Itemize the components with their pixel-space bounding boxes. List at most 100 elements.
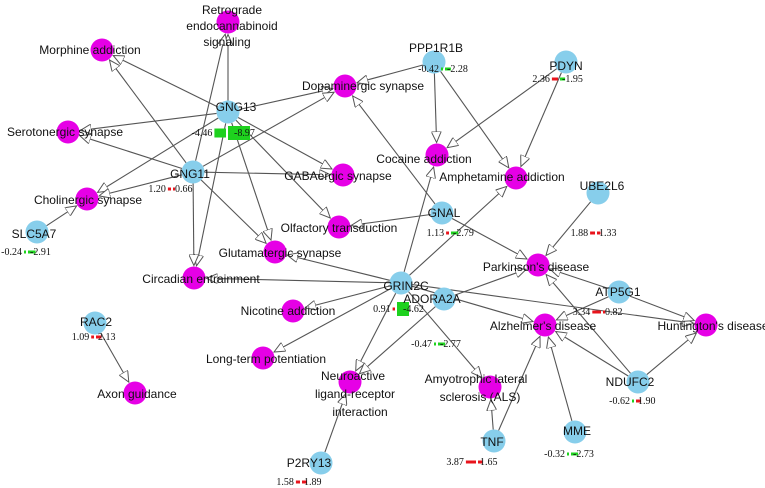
edge-atp5g1-park [550,269,609,289]
pathway-label-chol: Cholinergic synapse [34,193,142,207]
pathway-node-ltp[interactable] [251,346,275,370]
edge-ndufc2-hunt [646,333,697,376]
gene-node-gng13[interactable] [216,100,240,124]
pathway-label-park: Parkinson's disease [483,260,590,274]
pathway-node-gaba[interactable] [331,163,355,187]
pathway-node-retro[interactable] [216,10,240,34]
edge-ppp1r1b-dopa [357,64,424,83]
bar-right-ndufc2 [636,399,641,403]
value-left-gnal: 1.13 [427,228,445,239]
value-left-adora2a: -0.47 [411,339,432,350]
value-right-ndufc2: 1.90 [638,396,656,407]
pathway-node-sero[interactable] [56,120,80,144]
bar-left-grin2c [392,307,395,311]
value-right-atp5g1: 0.82 [605,307,623,318]
value-right-pdyn: -1.95 [562,74,583,85]
bar-right-pdyn [560,77,566,81]
pathway-node-morphine[interactable] [90,38,114,62]
edge-ppp1r1b-cocaine [434,73,436,143]
value-right-ppp1r1b: -2.28 [447,64,468,75]
expression-bars-adora2a: -0.47-2.77 [411,339,461,350]
gene-label-ndufc2: NDUFC2 [606,375,655,389]
edge-tnf-alz [498,336,540,431]
pathway-node-glut[interactable] [263,240,287,264]
pathway-node-dopa[interactable] [333,74,357,98]
gene-node-grin2c[interactable] [389,271,413,295]
bar-right-tnf [478,460,483,464]
edge-gng13-gaba [237,117,332,170]
pathway-node-park[interactable] [526,253,550,277]
gene-label-gng13: GNG13 [216,100,257,114]
gene-label-pdyn: PDYN [549,59,582,73]
nodes-layer [25,10,718,475]
pathway-node-amph[interactable] [504,166,528,190]
gene-node-mme[interactable] [563,420,587,444]
gene-node-gng11[interactable] [181,160,205,184]
expression-bars-mme: -0.32-2.73 [544,449,594,460]
value-right-tnf: 1.65 [480,457,498,468]
edge-grin2c-amph [409,186,507,276]
bar-left-gng11 [167,187,171,191]
pathway-node-alz[interactable] [533,313,557,337]
gene-node-rac2[interactable] [83,311,107,335]
gene-node-atp5g1[interactable] [607,280,631,304]
edge-ndufc2-alz [556,332,629,377]
bar-left-gnal [446,231,449,235]
gene-label-gng11: GNG11 [170,167,210,181]
bar-left-ube2l6 [590,231,595,235]
pathway-node-neuro[interactable] [338,370,362,394]
gene-node-ndufc2[interactable] [626,370,650,394]
edge-gnal-dopa [353,96,436,205]
edge-adora2a-neuro [359,306,436,374]
edge-gng13-circ [197,123,227,265]
pathway-label-circ: Circadian entrainment [142,272,260,286]
bar-left-p2ry13 [295,480,300,484]
gene-label-rac2: RAC2 [80,315,112,329]
edge-gng13-olf [235,119,330,218]
pathway-node-nico[interactable] [281,299,305,323]
gene-node-p2ry13[interactable] [309,451,333,475]
gene-node-tnf[interactable] [482,429,506,453]
gene-node-ppp1r1b[interactable] [422,50,446,74]
value-left-pdyn: 2.36 [532,74,550,85]
gene-label-p2ry13: P2RY13 [287,456,332,470]
gene-node-pdyn[interactable] [554,50,578,74]
value-right-gng13: -8.97 [234,128,255,139]
edge-grin2c-neuro [356,292,397,371]
bar-right-gng13 [228,126,250,140]
value-left-slc5a7: -0.24 [1,247,22,258]
pathway-label-sero: Serotonergic synapse [7,125,123,139]
pathway-node-chol[interactable] [75,187,99,211]
edge-grin2c-cocaine [403,167,434,273]
edge-ube2l6-park [546,201,592,256]
pathway-node-circ[interactable] [182,266,206,290]
edge-grin2c-als [408,291,482,378]
pathway-node-hunt[interactable] [694,313,718,337]
gene-label-mme: MME [563,424,591,438]
gene-node-gnal[interactable] [430,201,454,225]
bar-left-rac2 [91,335,94,339]
value-left-tnf: 3.87 [446,457,464,468]
pathway-node-als[interactable] [478,375,502,399]
value-right-gnal: -2.79 [453,228,474,239]
bar-left-gng13 [214,128,226,138]
pathway-label-olf: Olfactory transduction [281,221,398,235]
expression-bars-ppp1r1b: -0.42 -2.28 [418,64,468,75]
pathway-node-cocaine[interactable] [425,143,449,167]
gene-node-ube2l6[interactable] [586,181,610,205]
value-left-ppp1r1b: -0.42 [418,64,439,75]
gene-label-atp5g1: ATP5G1 [595,285,640,299]
pathway-node-olf[interactable] [327,215,351,239]
pathway-label-gaba: GABAergic synapse [284,169,392,183]
bar-right-adora2a [438,342,446,346]
gene-node-slc5a7[interactable] [25,220,49,244]
bar-left-atp5g1 [592,310,601,314]
bar-left-slc5a7 [24,250,26,254]
gene-label-slc5a7: SLC5A7 [12,227,57,241]
gene-node-adora2a[interactable] [432,287,456,311]
pathway-node-axon[interactable] [123,381,147,405]
bar-right-ppp1r1b [445,67,451,71]
